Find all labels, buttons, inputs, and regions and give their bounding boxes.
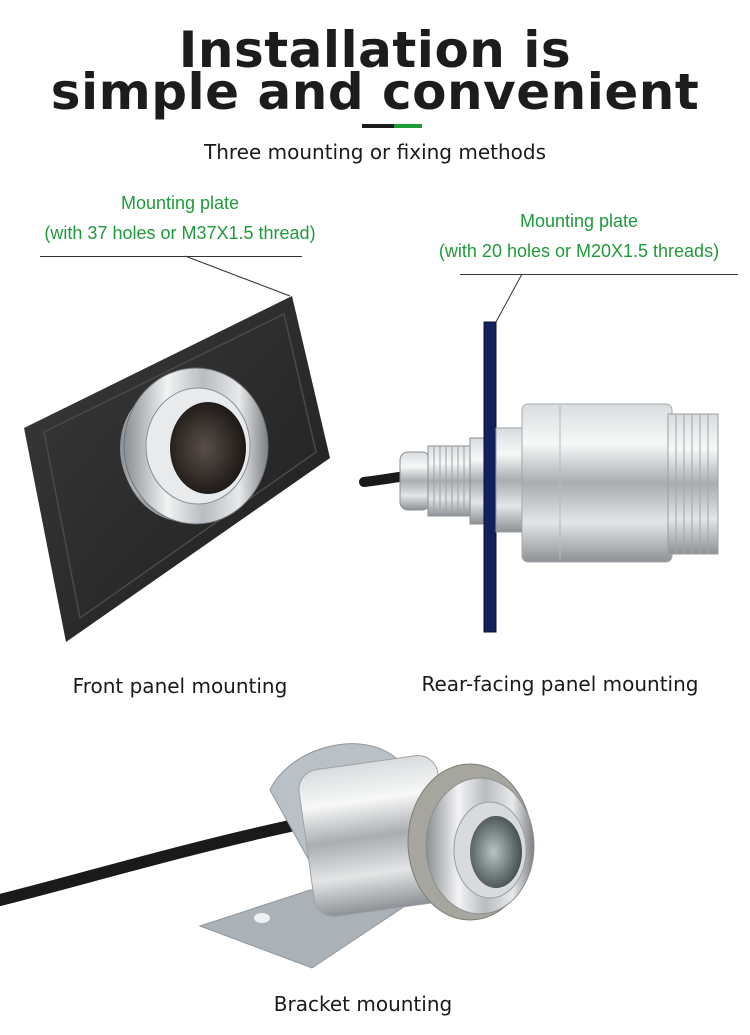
bracket-caption: Bracket mounting — [273, 992, 453, 1016]
front-label-underline — [40, 256, 302, 257]
rear-panel-caption: Rear-facing panel mounting — [421, 672, 699, 696]
page-subtitle: Three mounting or fixing methods — [203, 140, 547, 164]
rear-mounting-plate-title: Mounting plate — [519, 211, 639, 231]
front-panel-caption: Front panel mounting — [72, 674, 288, 698]
page-title-line2: simple and convenient — [50, 63, 700, 121]
rear-mounting-plate-detail: (with 20 holes or M20X1.5 threads) — [438, 241, 720, 261]
title-divider-green — [394, 124, 422, 128]
rear-label-underline — [460, 274, 738, 275]
rear-mounting-plate-label: Mounting plate (with 20 holes or M20X1.5… — [412, 206, 746, 266]
front-mounting-plate-detail: (with 37 holes or M37X1.5 thread) — [44, 223, 316, 243]
front-mounting-plate-title: Mounting plate — [120, 193, 240, 213]
title-divider-dark — [362, 124, 394, 128]
page-title-line1: Installation is — [178, 21, 572, 79]
front-mounting-plate-label: Mounting plate (with 37 holes or M37X1.5… — [20, 188, 340, 248]
